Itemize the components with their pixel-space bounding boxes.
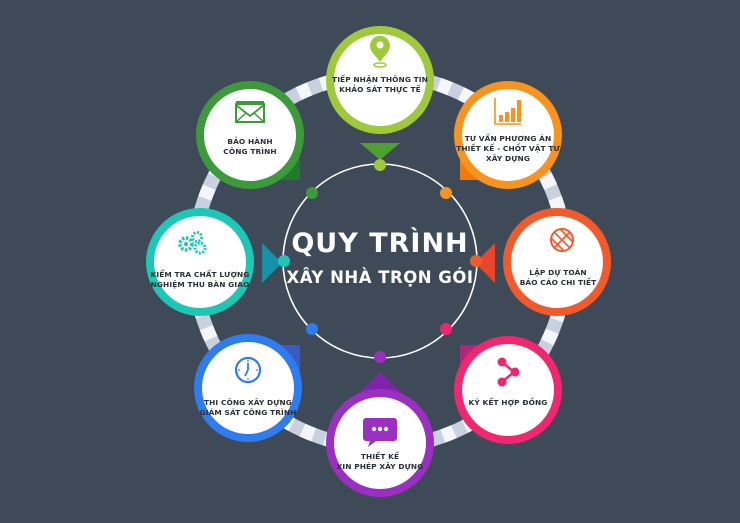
map-pin-icon: [370, 36, 390, 68]
step-7-label: KIỂM TRA CHẤT LƯỢNG NGHIỆM THU BÀN GIAO: [151, 270, 250, 290]
step-5-label: THIẾT KẾ XIN PHÉP XÂY DỰNG: [337, 452, 424, 472]
step-8-label: BẢO HÀNH CÔNG TRÌNH: [223, 137, 276, 157]
gears-icon: [178, 231, 207, 255]
step-3-circle: [503, 208, 611, 316]
step-6-label-line1: THI CÔNG XÂY DỰNG: [204, 398, 292, 407]
step-2-label: TƯ VẤN PHƯƠNG ÁN THIẾT KẾ - CHỐT VẬT TƯ …: [456, 134, 560, 164]
step-6-label-line2: GIÁM SÁT CÔNG TRÌNH: [199, 408, 297, 417]
step-2-label-line2: THIẾT KẾ - CHỐT VẬT TƯ: [456, 144, 560, 153]
dot-step-5: [374, 351, 386, 363]
dot-step-4: [440, 323, 452, 335]
dot-step-6: [306, 323, 318, 335]
step-8-label-line2: CÔNG TRÌNH: [223, 147, 277, 156]
step-4-label-line1: KÝ KẾT HỢP ĐỒNG: [468, 398, 548, 407]
step-5-label-line2: XIN PHÉP XÂY DỰNG: [336, 462, 424, 471]
envelope-icon: [235, 101, 265, 123]
step-3-label-line2: BÁO CÁO CHI TIẾT: [519, 278, 597, 287]
step-1-label: TIẾP NHẬN THÔNG TIN KHẢO SÁT THỰC TẾ: [332, 75, 428, 95]
step-2-label-line1: TƯ VẤN PHƯƠNG ÁN: [464, 134, 552, 143]
step-3-label: LẬP DỰ TOÁN BÁO CÁO CHI TIẾT: [520, 268, 597, 288]
step-6-label: THI CÔNG XÂY DỰNG GIÁM SÁT CÔNG TRÌNH: [200, 398, 297, 418]
step-4-circle: [454, 336, 562, 444]
tail-step-3: [475, 243, 495, 283]
step-8-circle: [196, 81, 304, 189]
step-1-circle: [326, 26, 434, 134]
step-3-label-line1: LẬP DỰ TOÁN: [529, 268, 587, 277]
dot-step-7: [278, 255, 290, 267]
share-icon: [497, 357, 520, 387]
step-5-label-line1: THIẾT KẾ: [360, 452, 400, 461]
step-2-label-line3: XÂY DỰNG: [485, 154, 530, 163]
step-7-label-line2: NGHIỆM THU BÀN GIAO: [150, 280, 250, 289]
globe-icon: [550, 228, 574, 252]
dot-step-1: [374, 159, 386, 171]
step-8-label-line1: BẢO HÀNH: [227, 137, 273, 146]
step-6-circle: [194, 334, 302, 442]
step-1-label-line2: KHẢO SÁT THỰC TẾ: [339, 85, 421, 94]
dot-step-8: [306, 187, 318, 199]
step-1-label-line1: TIẾP NHẬN THÔNG TIN: [332, 75, 428, 84]
step-7-label-line1: KIỂM TRA CHẤT LƯỢNG: [150, 270, 250, 279]
chat-bubble-icon: [363, 418, 397, 447]
step-7-circle: [146, 208, 254, 316]
dot-step-2: [440, 187, 452, 199]
diagram-subtitle: XÂY NHÀ TRỌN GÓI: [286, 268, 474, 287]
clock-icon: [234, 356, 262, 384]
tail-step-1: [360, 143, 400, 160]
step-2-circle: [454, 81, 562, 189]
diagram-title: QUY TRÌNH: [291, 228, 469, 259]
step-5-circle: [326, 389, 434, 497]
step-4-label: KÝ KẾT HỢP ĐỒNG: [469, 398, 548, 408]
bar-chart-icon: [494, 98, 521, 125]
tail-step-5: [358, 372, 402, 393]
tail-step-7: [262, 243, 282, 283]
dot-step-3: [470, 255, 482, 267]
